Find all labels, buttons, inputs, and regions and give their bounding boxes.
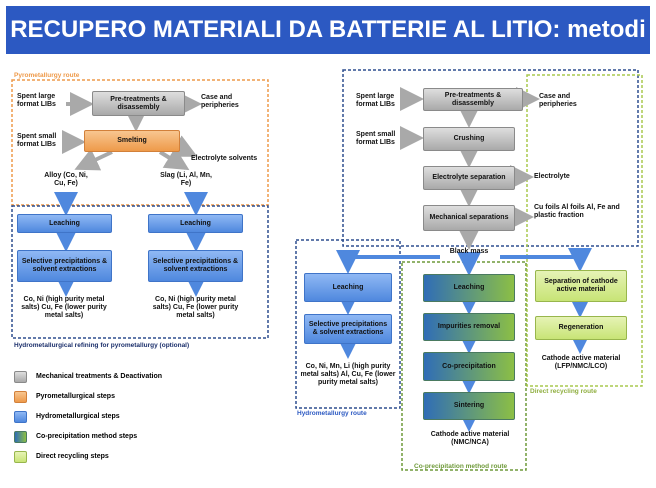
- left-precip-1: Selective precipitations & solvent extra…: [17, 250, 112, 282]
- left-input-spent-small: Spent small format LIBs: [17, 133, 57, 148]
- hydro-route-outline: [295, 239, 401, 409]
- legend-swatch-blue: [14, 411, 27, 423]
- left-step-pretreatments: Pre-treatments & disassembly: [92, 91, 185, 116]
- hydro-route-leaching: Leaching: [304, 273, 392, 302]
- hydro-refining-outline: [11, 205, 269, 339]
- left-leaching-1: Leaching: [17, 214, 112, 233]
- title-banner: RECUPERO MATERIALI DA BATTERIE AL LITIO:…: [6, 6, 650, 54]
- right-output-case: Case and peripheries: [539, 93, 577, 108]
- coprecip-leaching: Leaching: [423, 274, 515, 302]
- legend-label-direct: Direct recycling steps: [36, 453, 109, 460]
- black-mass-label: Black mass: [449, 248, 489, 255]
- direct-route-caption: Direct recycling route: [530, 388, 597, 395]
- pyro-route-outline: [11, 79, 269, 206]
- left-output-case: Case and peripheries: [201, 94, 239, 109]
- coprecip-route-caption: Co-precipitation method route: [414, 463, 508, 470]
- legend-swatch-orange: [14, 391, 27, 403]
- direct-regeneration: Regeneration: [535, 316, 627, 340]
- left-precip-2: Selective precipitations & solvent extra…: [148, 250, 243, 282]
- direct-route-outline: [526, 74, 643, 387]
- legend-label-hydro: Hydrometallurgical steps: [36, 413, 120, 420]
- direct-result: Cathode active material (LFP/NMC/LCO): [541, 355, 621, 370]
- page-title: RECUPERO MATERIALI DA BATTERIE AL LITIO:…: [10, 16, 646, 43]
- coprecip-co-precipitation: Co-precipitation: [423, 352, 515, 381]
- coprecip-result: Cathode active material (NMC/NCA): [430, 431, 510, 446]
- hydro-route-result: Co, Ni, Mn, Li (high purity metal salts)…: [300, 363, 396, 386]
- right-input-spent-small: Spent small format LIBs: [356, 131, 396, 146]
- legend-swatch-coprecip: [14, 431, 27, 443]
- right-step-mechanical-separations: Mechanical separations: [423, 205, 515, 231]
- legend-label-coprecip: Co-precipitation method steps: [36, 433, 138, 440]
- right-output-electrolyte: Electrolyte: [534, 173, 570, 180]
- left-output-alloy: Alloy (Co, Ni, Cu, Fe): [44, 172, 88, 187]
- right-input-spent-large: Spent large format LIBs: [356, 93, 395, 108]
- left-output-electrolyte-solvents: Electrolyte solvents: [191, 155, 258, 162]
- hydro-route-precip: Selective precipitations & solvent extra…: [304, 314, 392, 344]
- right-step-crushing: Crushing: [423, 127, 515, 151]
- left-output-slag: Slag (Li, Al, Mn, Fe): [160, 172, 212, 187]
- legend-label-pyro: Pyrometallurgical steps: [36, 393, 115, 400]
- left-step-smelting: Smelting: [84, 130, 180, 152]
- direct-separation: Separation of cathode active material: [535, 270, 627, 302]
- legend-swatch-gray: [14, 371, 27, 383]
- right-mechanical-outline: [342, 69, 639, 247]
- legend-label-mechanical: Mechanical treatments & Deactivation: [36, 373, 163, 380]
- left-leaching-2: Leaching: [148, 214, 243, 233]
- left-result-2: Co, Ni (high purity metal salts) Cu, Fe …: [152, 296, 239, 319]
- coprecip-sintering: Sintering: [423, 392, 515, 420]
- right-output-foils: Cu foils Al foils Al, Fe and plastic fra…: [534, 204, 620, 219]
- pyro-route-label: Pyrometallurgy route: [14, 72, 80, 79]
- hydro-refining-caption: Hydrometallurgical refining for pyrometa…: [14, 342, 190, 349]
- hydro-route-caption: Hydrometallurgy route: [297, 410, 367, 417]
- left-input-spent-large: Spent large format LIBs: [17, 93, 56, 108]
- legend-swatch-green: [14, 451, 27, 463]
- coprecip-impurities-removal: Impurities removal: [423, 313, 515, 341]
- left-result-1: Co, Ni (high purity metal salts) Cu, Fe …: [21, 296, 107, 319]
- right-step-electrolyte-separation: Electrolyte separation: [423, 166, 515, 190]
- right-step-pretreatments: Pre-treatments & disassembly: [423, 88, 523, 111]
